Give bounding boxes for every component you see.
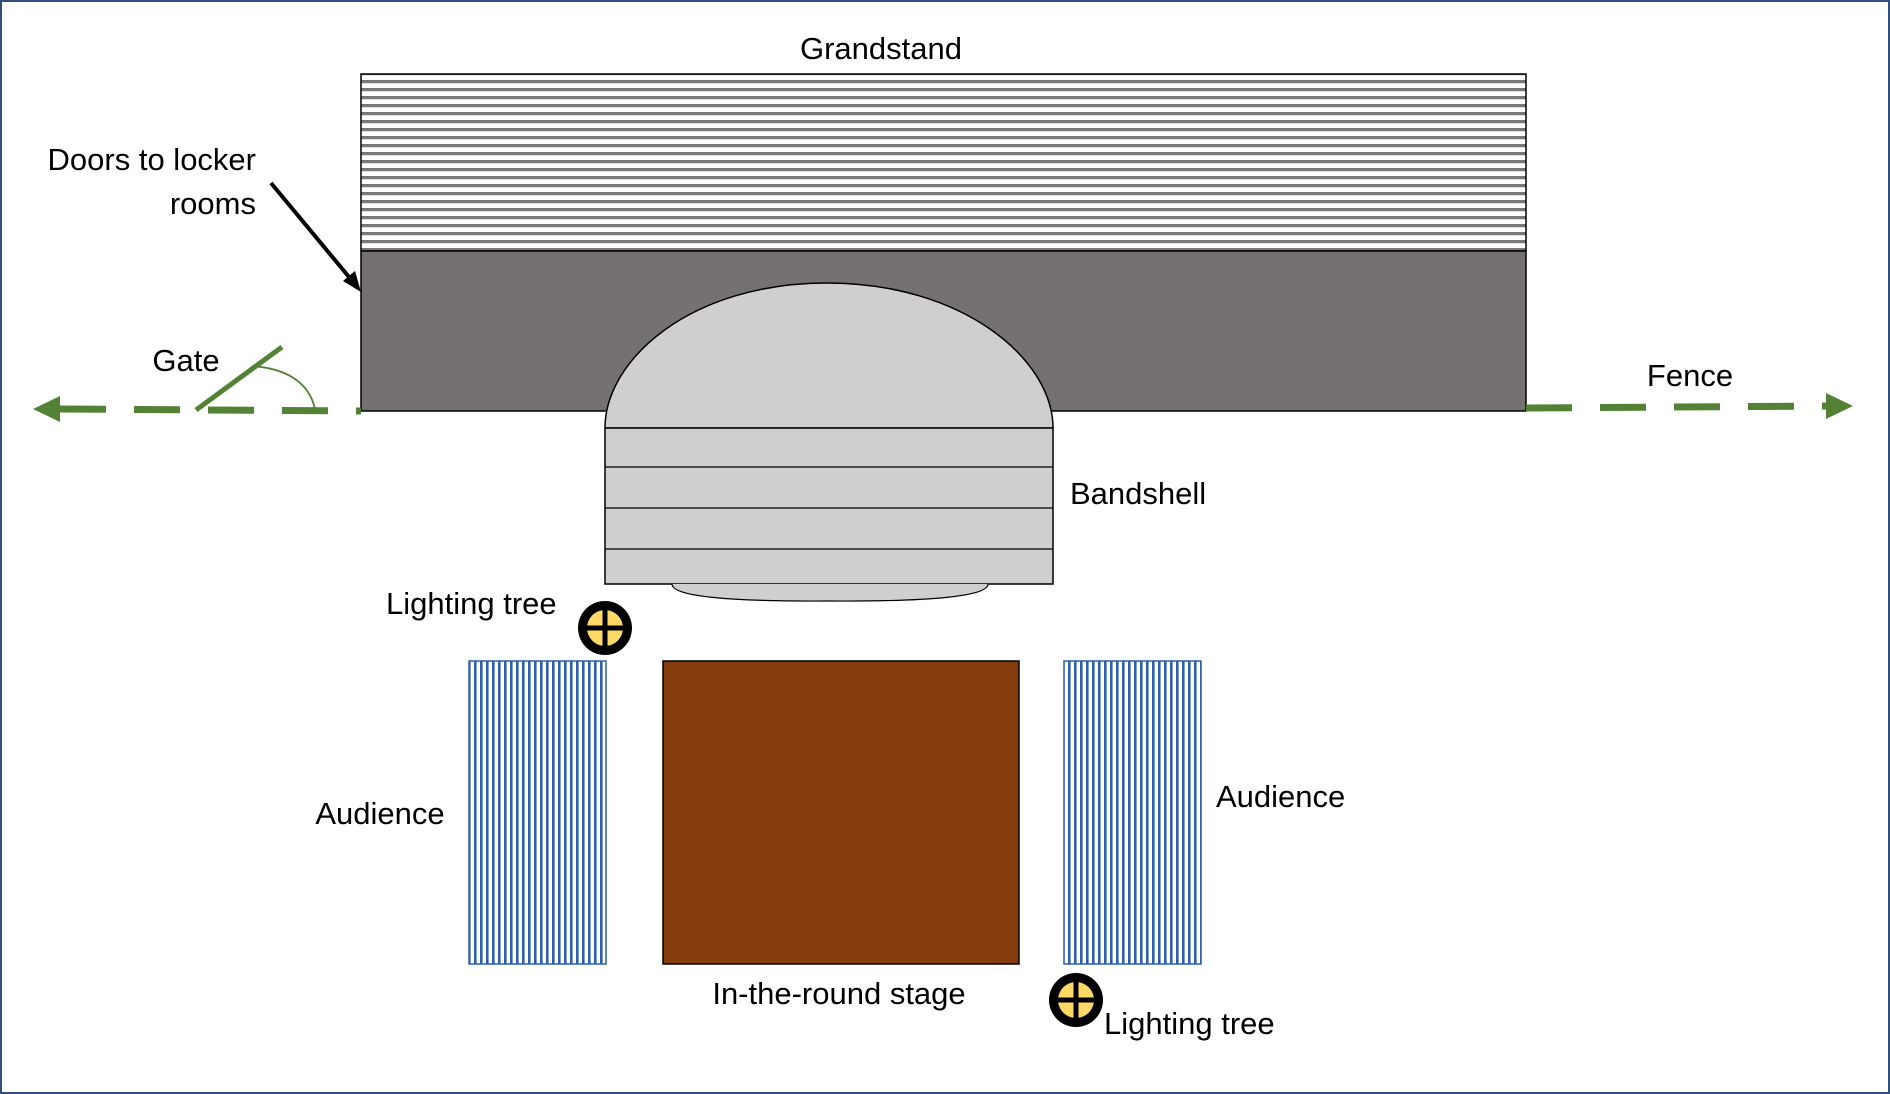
grandstand-label: Grandstand	[800, 31, 962, 66]
grandstand-seating	[360, 73, 1527, 252]
lighting-tree-right-label: Lighting tree	[1104, 1006, 1275, 1041]
bandshell-label: Bandshell	[1070, 476, 1206, 511]
bandshell-dome	[604, 282, 1054, 429]
fence-right-arrowhead-icon	[1826, 393, 1853, 419]
gate-icon	[194, 344, 316, 413]
fence-left-arrowhead-icon	[33, 396, 60, 422]
fence-right	[1525, 393, 1853, 419]
audience-left-label: Audience	[315, 796, 444, 831]
bandshell	[604, 282, 1054, 602]
audience-left-seating	[468, 660, 607, 965]
bandshell-base	[604, 427, 1054, 585]
bandshell-lip	[671, 583, 989, 602]
lighting-tree-left-icon	[578, 601, 632, 655]
doors-arrow-icon	[269, 181, 361, 292]
gate-label: Gate	[152, 343, 219, 378]
in-the-round-stage	[662, 660, 1020, 965]
fence-left	[33, 396, 362, 422]
fence-label: Fence	[1647, 358, 1733, 393]
lighting-tree-left-label: Lighting tree	[386, 586, 557, 621]
doors-label-line1: Doors to locker	[48, 142, 256, 177]
stage-label: In-the-round stage	[712, 976, 965, 1011]
doors-label-line2: rooms	[170, 186, 256, 221]
audience-right-label: Audience	[1216, 779, 1345, 814]
lighting-tree-right-icon	[1049, 973, 1103, 1027]
audience-right-seating	[1063, 660, 1202, 965]
